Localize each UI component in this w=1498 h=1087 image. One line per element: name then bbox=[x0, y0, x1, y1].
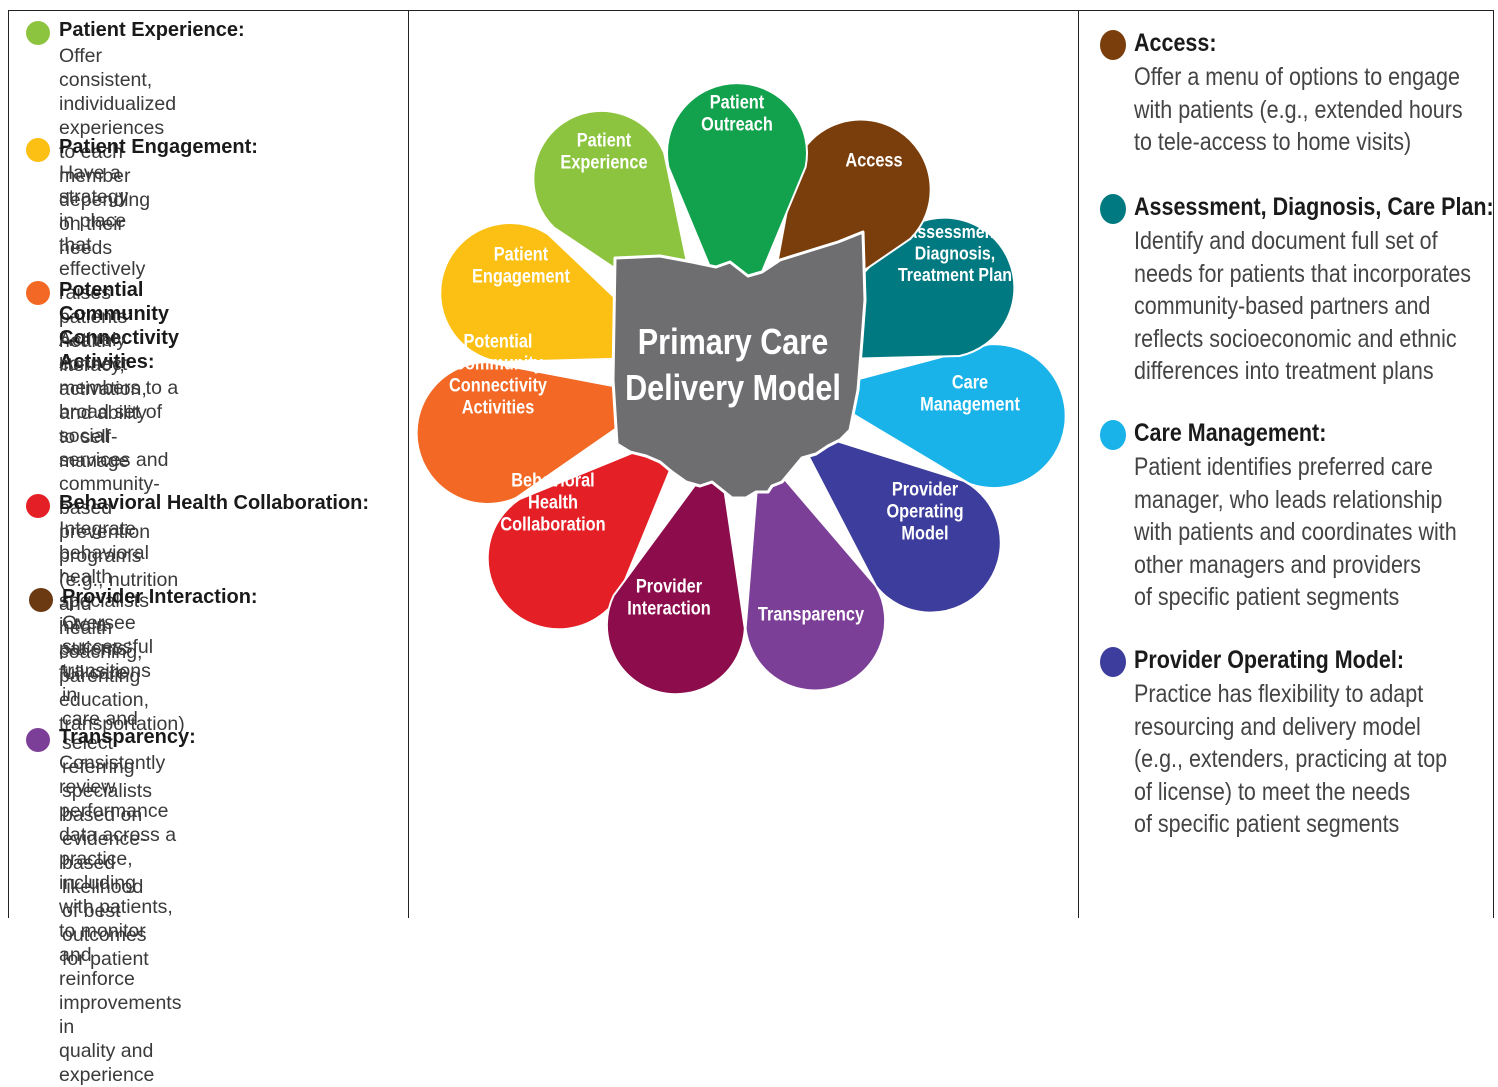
legend-description: Practice has flexibility to adapt resour… bbox=[1134, 680, 1448, 838]
petal-label-potential-community: Connectivity bbox=[449, 375, 547, 396]
legend-dot bbox=[26, 21, 50, 45]
legend-title: Access: bbox=[1134, 29, 1217, 57]
petal-label-provider-operating-model: Model bbox=[901, 523, 948, 544]
petal-label-potential-community: Potential bbox=[464, 330, 533, 351]
petal-label-care-management: Management bbox=[920, 394, 1020, 415]
legend-dot bbox=[26, 281, 50, 305]
petal-label-assessment: Treatment Plan bbox=[898, 264, 1012, 285]
petal-label-transparency: Transparency bbox=[758, 603, 864, 624]
petal-label-patient-experience: Patient bbox=[577, 129, 632, 150]
petal-transparency bbox=[744, 447, 887, 692]
petal-label-potential-community: Community bbox=[453, 352, 543, 373]
legend-dot bbox=[26, 494, 50, 518]
legend-title: Potential Community Connectivity Activit… bbox=[59, 279, 180, 373]
legend-dot bbox=[26, 728, 50, 752]
petal-label-care-management: Care bbox=[952, 371, 988, 392]
petal-label-behavioral-health: Collaboration bbox=[500, 514, 605, 535]
petal-label-access: Access bbox=[845, 150, 902, 171]
legend-title: Provider Interaction: bbox=[62, 586, 258, 608]
petal-label-behavioral-health: Behavioral bbox=[511, 469, 594, 490]
legend-description: Have a strategy in place that effectivel… bbox=[59, 162, 147, 472]
center-title-line2: Delivery Model bbox=[625, 369, 841, 409]
petal-label-provider-interaction: Interaction bbox=[627, 598, 710, 619]
petal-label-assessment: Diagnosis, bbox=[915, 242, 995, 263]
frame-divider-left bbox=[408, 10, 409, 918]
petal-label-patient-experience: Experience bbox=[560, 152, 647, 173]
legend-description: Offer consistent, individualized experie… bbox=[59, 45, 177, 259]
legend-dot bbox=[1100, 647, 1126, 677]
frame-left-line bbox=[8, 10, 9, 918]
legend-description: Offer a menu of options to engage with p… bbox=[1134, 63, 1463, 156]
petal-label-behavioral-health: Health bbox=[528, 491, 578, 512]
legend-dot bbox=[1100, 420, 1126, 450]
frame-top-line bbox=[8, 10, 1494, 11]
petal-label-patient-engagement: Patient bbox=[494, 243, 549, 264]
petal-label-provider-operating-model: Provider bbox=[892, 478, 958, 499]
legend-title: Patient Engagement: bbox=[59, 136, 258, 158]
frame-right-line bbox=[1493, 10, 1494, 918]
legend-description: Actively connect members to a broad set … bbox=[59, 329, 185, 735]
petal-care-management bbox=[811, 343, 1067, 490]
legend-dot bbox=[29, 588, 53, 612]
center-title-line1: Primary Care bbox=[638, 323, 828, 363]
legend-dot bbox=[26, 138, 50, 162]
petal-behavioral-health bbox=[486, 429, 688, 631]
frame-divider-right bbox=[1078, 10, 1079, 918]
petal-label-assessment: Assessment, bbox=[906, 221, 1004, 242]
legend-description: Patient identifies preferred care manage… bbox=[1134, 453, 1457, 611]
legend-description: Identify and document full set of needs … bbox=[1134, 227, 1472, 385]
petal-label-patient-engagement: Engagement bbox=[472, 266, 570, 287]
ohio-state-shape bbox=[611, 230, 867, 500]
legend-description: Integrate behavioral health specialists … bbox=[59, 518, 149, 684]
petal-label-potential-community: Activities bbox=[462, 397, 535, 418]
petal-label-provider-interaction: Provider bbox=[636, 575, 702, 596]
legend-dot bbox=[1100, 30, 1126, 60]
petal-patient-outreach bbox=[666, 82, 808, 335]
legend-title: Care Management: bbox=[1134, 419, 1327, 447]
legend-title: Behavioral Health Collaboration: bbox=[59, 492, 370, 514]
petal-label-patient-outreach: Patient bbox=[710, 91, 765, 112]
petal-label-provider-operating-model: Operating bbox=[886, 500, 963, 521]
legend-description: Oversee successful transitions in care a… bbox=[62, 612, 154, 970]
legend-title: Transparency: bbox=[59, 726, 196, 748]
primary-care-flower-diagram: PatientExperiencePatientEngagementPotent… bbox=[415, 82, 1067, 696]
petal-potential-community bbox=[415, 360, 667, 505]
legend-title: Assessment, Diagnosis, Care Plan: bbox=[1134, 193, 1494, 221]
legend-dot bbox=[1100, 194, 1126, 224]
legend-title: Provider Operating Model: bbox=[1134, 646, 1404, 674]
petal-provider-operating-model bbox=[791, 425, 1002, 614]
legend-title: Patient Experience: bbox=[59, 19, 245, 41]
petal-label-patient-outreach: Outreach bbox=[701, 114, 773, 135]
petal-provider-interaction bbox=[605, 450, 746, 696]
